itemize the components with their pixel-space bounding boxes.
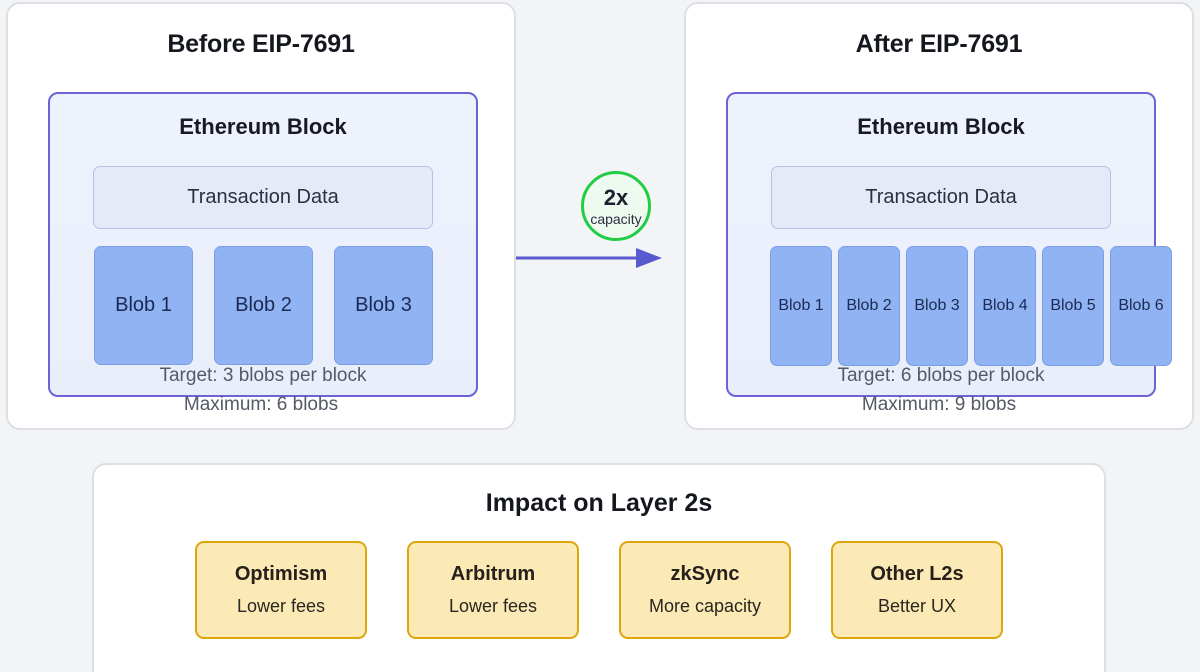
l2-card: Optimism Lower fees xyxy=(195,541,367,639)
blob-row-before: Blob 1 Blob 2 Blob 3 xyxy=(50,246,476,366)
maximum-note-before: Maximum: 6 blobs xyxy=(183,394,339,415)
ethereum-block-before: Ethereum Block Transaction Data Blob 1 B… xyxy=(48,92,478,397)
blob-item: Blob 3 xyxy=(906,246,968,366)
ethereum-block-title: Ethereum Block xyxy=(179,114,347,139)
panel-before-title: Before EIP-7691 xyxy=(167,30,355,58)
blob-item: Blob 5 xyxy=(1042,246,1104,366)
l2-card-benefit: Better UX xyxy=(877,596,957,616)
panel-after-title: After EIP-7691 xyxy=(855,30,1023,58)
l2-card-name: Arbitrum xyxy=(450,563,536,585)
blob-item: Blob 4 xyxy=(974,246,1036,366)
panel-after-eip: After EIP-7691 Ethereum Block Transactio… xyxy=(684,2,1194,430)
l2-card: zkSync More capacity xyxy=(619,541,791,639)
ethereum-block-after: Ethereum Block Transaction Data Blob 1 B… xyxy=(726,92,1172,397)
blob-item: Blob 6 xyxy=(1110,246,1172,366)
transaction-data-label: Transaction Data xyxy=(865,186,1017,208)
blob-item: Blob 2 xyxy=(838,246,900,366)
l2-card-benefit: More capacity xyxy=(648,596,762,616)
blob-item: Blob 2 xyxy=(214,246,313,365)
blob-item: Blob 3 xyxy=(334,246,433,365)
ethereum-block-title: Ethereum Block xyxy=(857,114,1025,139)
l2-card-name: Optimism xyxy=(234,563,328,585)
l2-card-name: Other L2s xyxy=(870,563,964,585)
blob-item: Blob 1 xyxy=(770,246,832,366)
l2-card-benefit: Lower fees xyxy=(448,596,538,616)
blob-item: Blob 1 xyxy=(94,246,193,365)
transaction-data-label: Transaction Data xyxy=(187,186,339,208)
blob-row-after: Blob 1 Blob 2 Blob 3 Blob 4 Blob 5 Blob … xyxy=(728,246,1172,366)
capacity-badge-label: capacity xyxy=(590,210,642,227)
l2-card: Other L2s Better UX xyxy=(831,541,1003,639)
target-note-before: Target: 3 blobs per block xyxy=(159,365,367,386)
impact-title: Impact on Layer 2s xyxy=(485,489,713,517)
transaction-data-box: Transaction Data xyxy=(93,166,433,229)
l2-card-row: Optimism Lower fees Arbitrum Lower fees … xyxy=(94,541,1104,639)
target-note-after: Target: 6 blobs per block xyxy=(837,365,1045,386)
connector-arrow xyxy=(516,248,662,268)
capacity-badge: 2x capacity xyxy=(581,171,651,241)
capacity-badge-value: 2x xyxy=(603,184,629,210)
panel-before-eip: Before EIP-7691 Ethereum Block Transacti… xyxy=(6,2,516,430)
transaction-data-box: Transaction Data xyxy=(771,166,1111,229)
l2-card: Arbitrum Lower fees xyxy=(407,541,579,639)
panel-impact-on-layer2s: Impact on Layer 2s Optimism Lower fees A… xyxy=(92,463,1106,672)
maximum-note-after: Maximum: 9 blobs xyxy=(861,394,1017,415)
l2-card-name: zkSync xyxy=(670,563,740,585)
l2-card-benefit: Lower fees xyxy=(236,596,326,616)
